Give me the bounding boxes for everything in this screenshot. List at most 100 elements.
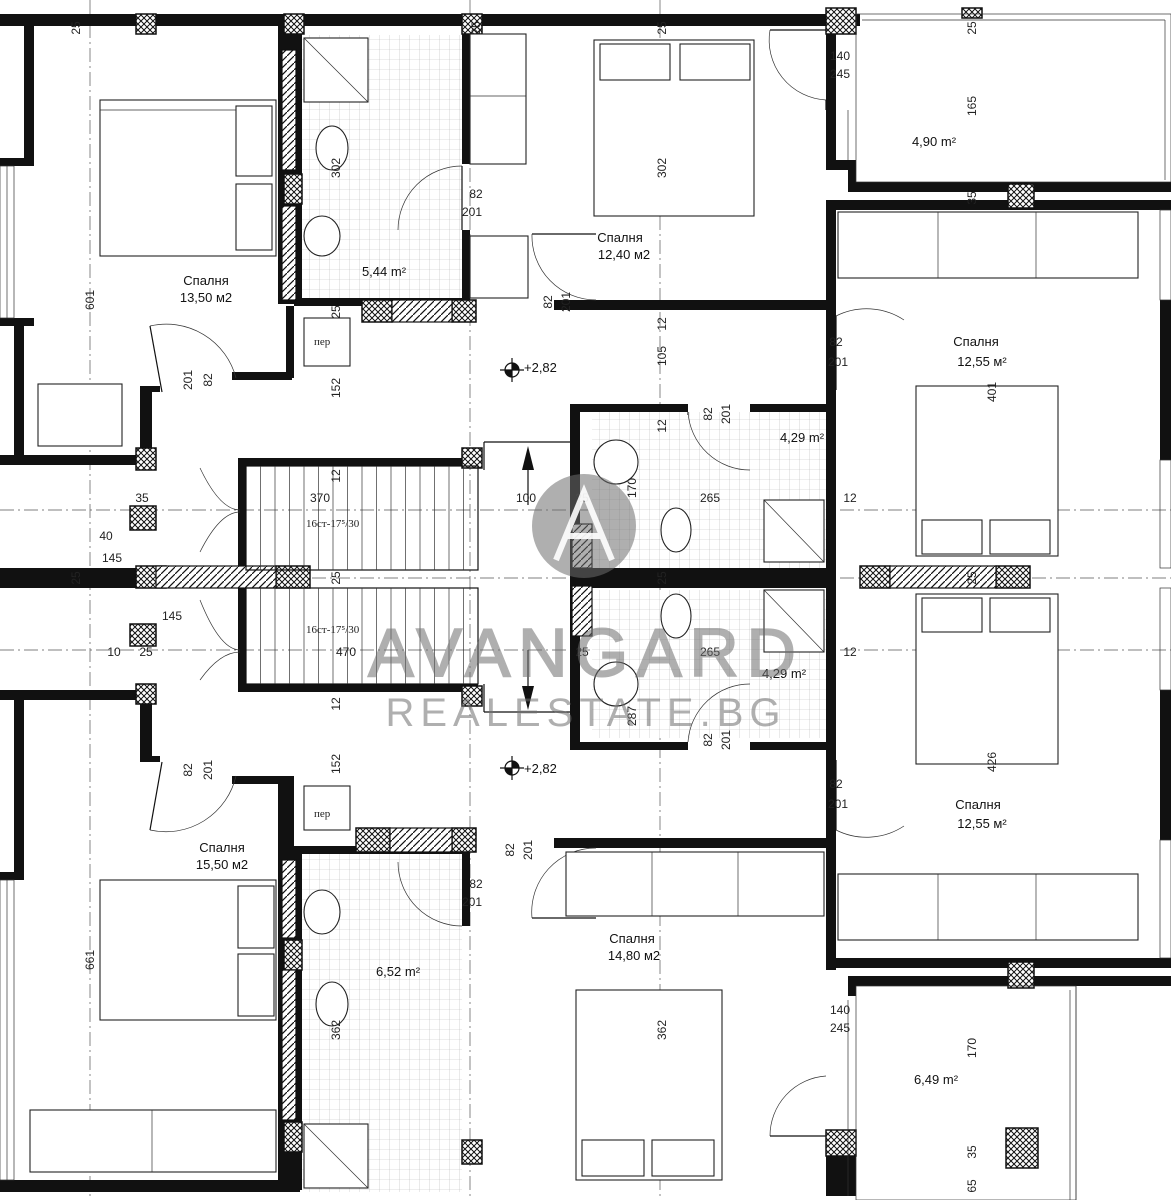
dim-82-bed2: 82	[541, 295, 555, 309]
terrace-1-area: 4,90 m²	[912, 134, 957, 149]
dim-82-bed6: 82	[503, 843, 517, 857]
dim-82-bed1: 82	[201, 373, 215, 387]
dim-201-wc2: 201	[719, 404, 733, 424]
dim-265-upper: 265	[700, 491, 720, 505]
laundry-lower: пер	[314, 808, 331, 820]
dim-201-bed2: 201	[559, 292, 573, 312]
dim-601: 601	[83, 290, 97, 310]
dim-140-lower: 140	[830, 1003, 850, 1017]
bedroom-1-area: 13,50 м2	[180, 290, 232, 305]
dim-25-top-terrace: 25	[965, 21, 979, 35]
dim-201-bed6: 201	[521, 840, 535, 860]
bedroom-3-area: 12,55 м²	[957, 354, 1007, 369]
dim-25-top-right: 25	[655, 21, 669, 35]
bath-3-area: 4,29 m²	[762, 666, 807, 681]
dim-35-terrace: 35	[965, 191, 979, 205]
dim-201-bath4: 201	[462, 895, 482, 909]
dim-25-axis-mid: 25	[329, 571, 343, 585]
dim-201-bed1: 201	[181, 370, 195, 390]
dim-152-upper: 152	[329, 378, 343, 398]
dim-25-bath1-bottom: 25	[329, 305, 343, 319]
furniture	[29, 33, 1139, 1189]
dim-170-terrace: 170	[965, 1038, 979, 1058]
dim-265-lower: 265	[700, 645, 720, 659]
dim-82-bed5: 82	[181, 763, 195, 777]
dimensions-vertical: 25 25 25 25 165 302 302 35 601 82 201 25…	[69, 21, 999, 1193]
watermark-site: REALESTATE.BG	[385, 691, 786, 735]
dim-25-axis-right: 25	[965, 571, 979, 585]
dim-245-upper: 245	[830, 67, 850, 81]
dim-12-upper-right: 12	[843, 491, 857, 505]
bedroom-3-name: Спалня	[953, 334, 998, 349]
bedroom-6-area: 14,80 м2	[608, 948, 660, 963]
dim-140-upper: 140	[830, 49, 850, 63]
laundry-upper: пер	[314, 336, 331, 348]
dim-201-bath1: 201	[462, 205, 482, 219]
dim-35-left: 35	[135, 491, 149, 505]
elevation-marker-lower	[500, 756, 524, 780]
dimensions-horizontal: 140 245 82 201 82 201 370 100 25 265 12 …	[99, 49, 857, 1035]
dim-12-stair-upper: 12	[329, 469, 343, 483]
stair-upper	[199, 441, 570, 571]
dim-201-bed4: 201	[828, 797, 848, 811]
dim-82-bed3: 82	[829, 335, 843, 349]
dim-82-bath1: 82	[469, 187, 483, 201]
terrace-2-area: 6,49 m²	[914, 1072, 959, 1087]
elevation-marker-upper	[500, 358, 524, 382]
dim-170-upper: 170	[625, 478, 639, 498]
dim-25-top-mid: 25	[469, 21, 483, 35]
windows	[0, 165, 1171, 1181]
terraces	[847, 13, 1171, 1200]
dim-201-wc3: 201	[719, 730, 733, 750]
room-labels: Спалня 13,50 м2 Спалня 12,40 м2 Спалня 1…	[180, 134, 1008, 1087]
dim-82-wc2: 82	[701, 407, 715, 421]
dim-25-left-lower: 25	[139, 645, 153, 659]
dim-100: 100	[516, 491, 536, 505]
stair-lower-note: 16ст-17⁵/30	[306, 624, 360, 636]
dim-12-stair-lower: 12	[329, 697, 343, 711]
bedroom-5-area: 15,50 м2	[196, 857, 248, 872]
stair-lower	[199, 587, 570, 713]
dim-370: 370	[310, 491, 330, 505]
bedroom-2-area: 12,40 м2	[598, 247, 650, 262]
doors	[149, 29, 905, 1137]
dim-82-bed4: 82	[829, 777, 843, 791]
dim-152-lower: 152	[329, 754, 343, 774]
watermark-brand: AVANGARD	[368, 615, 804, 691]
dim-470: 470	[336, 645, 356, 659]
dim-302-bath1: 302	[329, 158, 343, 178]
bedroom-2-name: Спалня	[597, 230, 642, 245]
dim-65: 65	[965, 1179, 979, 1193]
elevation-upper: +2,82	[524, 360, 557, 375]
dim-82-bath4: 82	[469, 877, 483, 891]
dim-40: 40	[99, 529, 113, 543]
dim-145-b: 145	[162, 609, 182, 623]
dim-25-core-lower: 25	[575, 645, 589, 659]
dim-35-terrace-lower: 35	[965, 1145, 979, 1159]
watermark: AVANGARD REALESTATE.BG	[367, 474, 804, 735]
bath-2-area: 4,29 m²	[780, 430, 825, 445]
bath-4-area: 6,52 m²	[376, 964, 421, 979]
dim-401: 401	[985, 382, 999, 402]
bedroom-6-name: Спалня	[609, 931, 654, 946]
dim-362-bath4: 362	[329, 1020, 343, 1040]
stair-upper-note: 16ст-17⁵/30	[306, 518, 360, 530]
dim-201-bed5: 201	[201, 760, 215, 780]
dim-145-a: 145	[102, 551, 122, 565]
dim-12-lower-right: 12	[843, 645, 857, 659]
dim-10: 10	[107, 645, 121, 659]
bath-1-area: 5,44 m²	[362, 264, 407, 279]
dim-661: 661	[83, 950, 97, 970]
dim-12-corridor-top: 12	[655, 317, 669, 331]
dim-426: 426	[985, 752, 999, 772]
dim-82-wc3: 82	[701, 733, 715, 747]
dim-302-bed2: 302	[655, 158, 669, 178]
bedroom-1-name: Спалня	[183, 273, 228, 288]
dim-201-bed3: 201	[828, 355, 848, 369]
dim-245-lower: 245	[830, 1021, 850, 1035]
dim-25-axis-core: 25	[655, 571, 669, 585]
elevation-lower: +2,82	[524, 761, 557, 776]
dim-12-wc2: 12	[655, 419, 669, 433]
dim-362-bed6: 362	[655, 1020, 669, 1040]
